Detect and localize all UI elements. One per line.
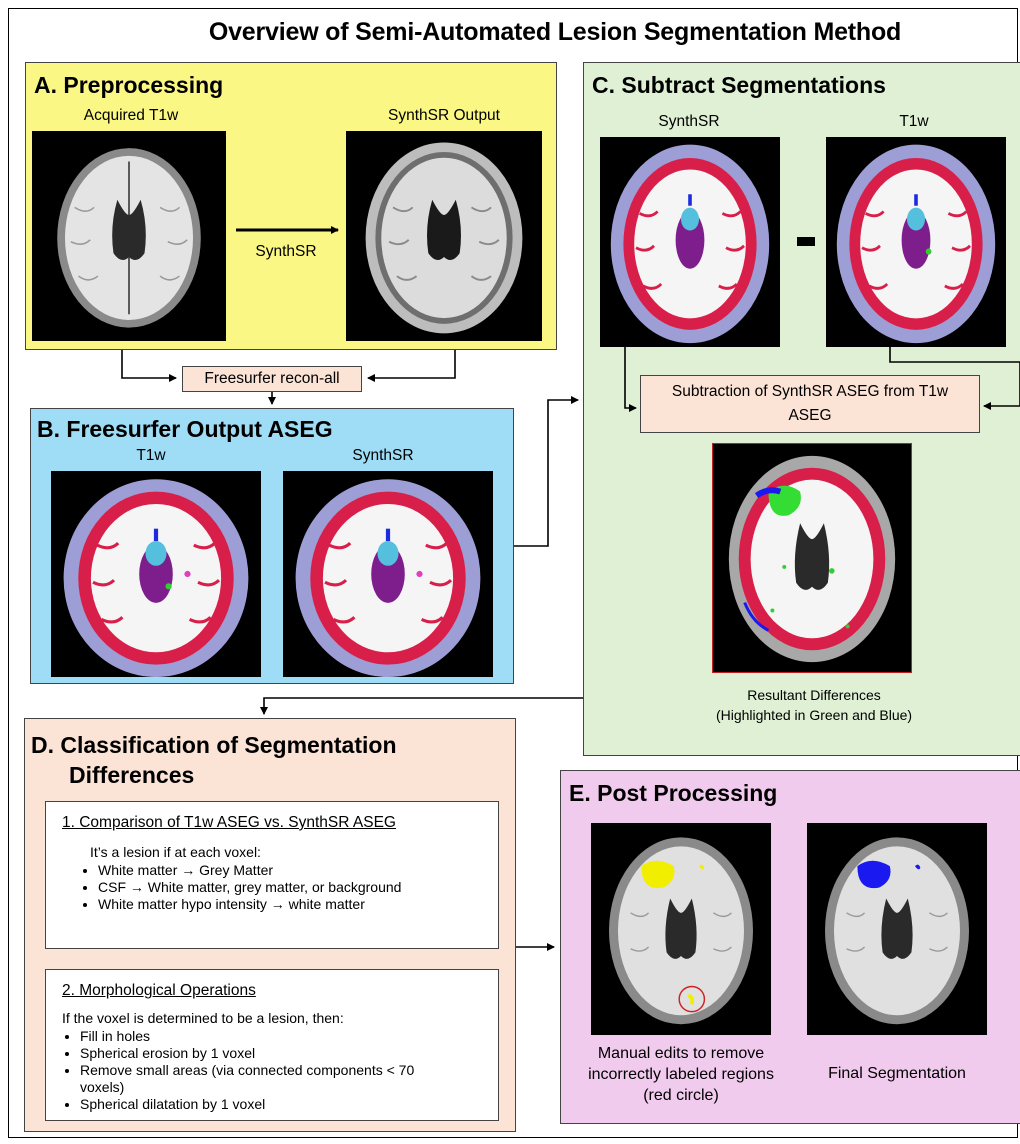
panel-d-title-line2: Differences (69, 761, 194, 789)
subtraction-box: Subtraction of SynthSR ASEG from T1w ASE… (640, 375, 980, 433)
panel-c-title: C. Subtract Segmentations (592, 71, 886, 99)
subtract-synthsr-image (600, 137, 780, 347)
comparison-item: CSF → White matter, grey matter, or back… (98, 879, 508, 896)
panel-subtract-segmentations: C. Subtract Segmentations SynthSR T1w (583, 62, 1020, 756)
comparison-box: 1. Comparison of T1w ASEG vs. SynthSR AS… (45, 801, 499, 949)
subtract-t1w-label: T1w (824, 113, 1004, 131)
panel-preprocessing: A. Preprocessing Acquired T1w SynthSR Ou… (25, 62, 557, 350)
morphological-item: Fill in holes (80, 1028, 460, 1045)
minus-sign (797, 237, 815, 246)
panel-classification: D. Classification of Segmentation Differ… (24, 718, 516, 1132)
figure-title: Overview of Semi-Automated Lesion Segmen… (0, 18, 1020, 47)
synthsr-arrow-label: SynthSR (231, 243, 341, 261)
panel-e-title: E. Post Processing (569, 779, 777, 807)
aseg-synthsr-image (283, 471, 493, 677)
morphological-item: Spherical dilatation by 1 voxel (80, 1096, 460, 1113)
panel-b-title: B. Freesurfer Output ASEG (37, 415, 333, 443)
panel-freesurfer-output: B. Freesurfer Output ASEG T1w SynthSR (30, 408, 514, 684)
comparison-list: White matter → Grey Matter CSF → White m… (80, 862, 508, 913)
synthsr-output-image (346, 131, 542, 341)
morphological-item: Spherical erosion by 1 voxel (80, 1045, 460, 1062)
subtract-synthsr-label: SynthSR (599, 113, 779, 131)
manual-edits-caption: Manual edits to remove incorrectly label… (581, 1043, 781, 1106)
subtract-t1w-image (826, 137, 1006, 347)
acquired-t1w-label: Acquired T1w (36, 107, 226, 125)
morphological-intro: If the voxel is determined to be a lesio… (62, 1010, 344, 1026)
final-segmentation-caption: Final Segmentation (797, 1065, 997, 1083)
morphological-item: Remove small areas (via connected compon… (80, 1062, 460, 1096)
morphological-list: Fill in holes Spherical erosion by 1 vox… (62, 1028, 460, 1113)
comparison-item: White matter hypo intensity → white matt… (98, 896, 508, 913)
panel-post-processing: E. Post Processing Manual edits to r (560, 770, 1020, 1124)
comparison-intro: It’s a lesion if at each voxel: (90, 844, 261, 860)
panel-a-title: A. Preprocessing (34, 71, 223, 99)
freesurfer-recon-all-box: Freesurfer recon-all (182, 366, 362, 392)
synthsr-output-label: SynthSR Output (344, 107, 544, 125)
panel-d-title-line1: D. Classification of Segmentation (31, 731, 397, 759)
acquired-t1w-image (32, 131, 226, 341)
comparison-item: White matter → Grey Matter (98, 862, 508, 879)
aseg-synthsr-label: SynthSR (283, 447, 483, 465)
morphological-heading: 2. Morphological Operations (62, 982, 256, 1000)
resultant-caption-line1: Resultant Differences (684, 687, 944, 703)
manual-edits-image (591, 823, 771, 1035)
aseg-t1w-image (51, 471, 261, 677)
aseg-t1w-label: T1w (51, 447, 251, 465)
resultant-caption-line2: (Highlighted in Green and Blue) (664, 707, 964, 723)
resultant-differences-image (712, 443, 912, 673)
final-segmentation-image (807, 823, 987, 1035)
morphological-box: 2. Morphological Operations If the voxel… (45, 969, 499, 1121)
comparison-heading: 1. Comparison of T1w ASEG vs. SynthSR AS… (62, 814, 396, 832)
